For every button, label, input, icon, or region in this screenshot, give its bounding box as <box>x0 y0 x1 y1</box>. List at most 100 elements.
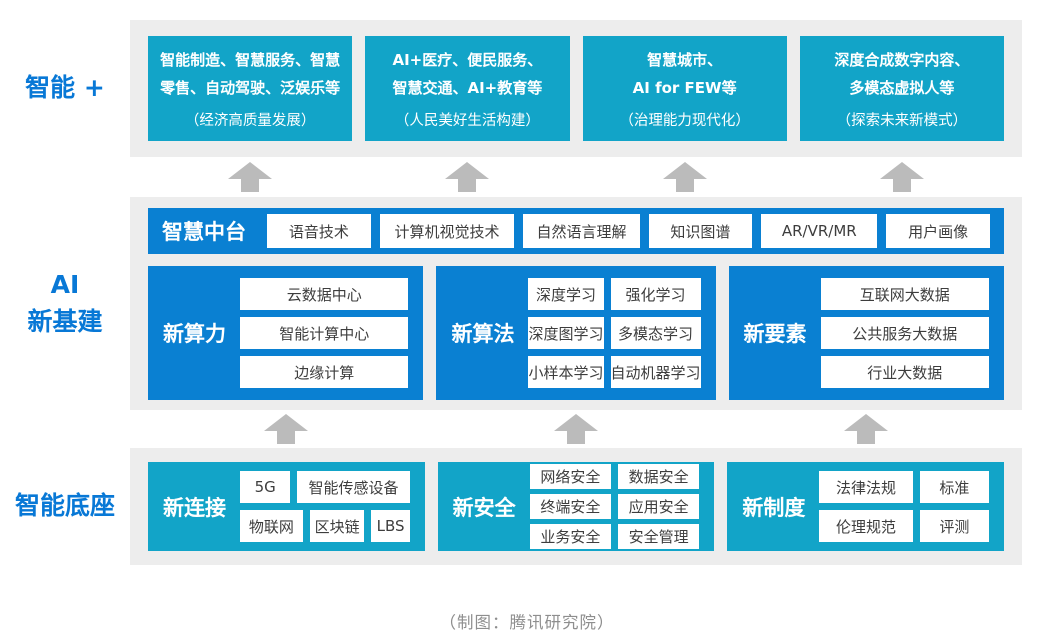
arrow-row-spacer <box>0 157 130 197</box>
band-ai-infrastructure: AI 新基建 智慧中台 语音技术 计算机视觉技术 自然语言理解 知识图谱 AR/… <box>0 197 1054 410</box>
block-label: 新算法 <box>451 322 515 346</box>
application-note: （治理能力现代化） <box>619 113 750 130</box>
cell-industry-big-data: 行业大数据 <box>820 356 989 388</box>
cell-laws-regulations: 法律法规 <box>819 471 913 503</box>
block-cells: 法律法规 标准 伦理规范 评测 <box>819 471 990 542</box>
arrow-row-lower <box>0 410 1054 448</box>
block-computing-power: 新算力 云数据中心 智能计算中心 边缘计算 <box>148 266 424 400</box>
block-label: 新算力 <box>163 322 226 346</box>
cell-lbs: LBS <box>371 510 410 542</box>
platform-bar: 智慧中台 语音技术 计算机视觉技术 自然语言理解 知识图谱 AR/VR/MR 用… <box>148 208 1004 254</box>
cell-few-shot-learning: 小样本学习 <box>528 356 604 388</box>
arrow-up-icon <box>445 162 490 192</box>
cell-deep-learning: 深度学习 <box>528 278 604 310</box>
arrow-row-spacer <box>0 410 130 448</box>
arrow-cells <box>130 157 1022 197</box>
block-algorithms: 新算法 深度学习 强化学习 深度图学习 多模态学习 小样本学习 自动机器学习 <box>436 266 716 400</box>
application-box-livelihood: AI+医疗、便民服务、 智慧交通、AI+教育等 （人民美好生活构建） <box>365 36 570 141</box>
cell-network-security: 网络安全 <box>529 464 612 489</box>
cell-security-management: 安全管理 <box>618 524 700 549</box>
layer-label-line: AI <box>50 270 80 300</box>
cell-smart-sensors: 智能传感设备 <box>297 471 410 503</box>
infrastructure-blocks: 新算力 云数据中心 智能计算中心 边缘计算 新算法 深度学习 强化学习 深度图学… <box>148 266 1004 400</box>
block-label: 新连接 <box>163 495 226 520</box>
arrow-up-icon <box>228 162 273 192</box>
arrow-up-icon <box>662 162 707 192</box>
cell-row: 业务安全 安全管理 <box>529 524 700 549</box>
band-foundation: 智能底座 新连接 5G 智能传感设备 物联网 区块链 LBS 新安全 <box>0 448 1054 565</box>
arrow-cell <box>727 410 1004 448</box>
smart-plus-band: 智能制造、智慧服务、智慧 零售、自动驾驶、泛娱乐等 （经济高质量发展） AI+医… <box>130 20 1022 157</box>
cell-ethics-norms: 伦理规范 <box>819 510 913 542</box>
block-cells: 云数据中心 智能计算中心 边缘计算 <box>240 278 409 388</box>
application-text: 智能制造、智慧服务、智慧 <box>160 50 341 69</box>
block-connectivity: 新连接 5G 智能传感设备 物联网 区块链 LBS <box>148 462 425 551</box>
application-note: （人民美好生活构建） <box>394 113 540 130</box>
arrow-up-icon <box>879 162 924 192</box>
platform-chip-nlu: 自然语言理解 <box>523 214 640 248</box>
layer-label-line: 新基建 <box>27 306 103 336</box>
arrow-cell <box>438 410 715 448</box>
block-data-elements: 新要素 互联网大数据 公共服务大数据 行业大数据 <box>728 266 1004 400</box>
cell-deep-graph-learning: 深度图学习 <box>528 317 604 349</box>
foundation-band: 新连接 5G 智能传感设备 物联网 区块链 LBS 新安全 <box>130 448 1022 565</box>
cell-endpoint-security: 终端安全 <box>529 494 612 519</box>
block-label: 新要素 <box>743 322 807 346</box>
arrow-cell <box>365 157 569 197</box>
platform-chip-speech: 语音技术 <box>267 214 371 248</box>
platform-chip-user-profile: 用户画像 <box>886 214 990 248</box>
cell-ai-computing-center: 智能计算中心 <box>240 317 409 349</box>
arrow-cell <box>583 157 787 197</box>
block-cells: 网络安全 数据安全 终端安全 应用安全 业务安全 安全管理 <box>529 464 700 549</box>
block-label: 新安全 <box>452 495 516 520</box>
layer-label-ai-infrastructure: AI 新基建 <box>0 197 130 410</box>
cell-public-service-big-data: 公共服务大数据 <box>820 317 989 349</box>
band-smart-plus: 智能 + 智能制造、智慧服务、智慧 零售、自动驾驶、泛娱乐等 （经济高质量发展）… <box>0 20 1054 157</box>
platform-chip-knowledge-graph: 知识图谱 <box>648 214 753 248</box>
layer-label-smart-plus: 智能 + <box>25 73 105 103</box>
cell-iot: 物联网 <box>240 510 303 542</box>
arrow-up-icon <box>554 414 598 444</box>
cell-reinforcement-learning: 强化学习 <box>610 278 701 310</box>
block-cells: 深度学习 强化学习 深度图学习 多模态学习 小样本学习 自动机器学习 <box>528 278 701 388</box>
cell-edge-computing: 边缘计算 <box>240 356 409 388</box>
cell-evaluation: 评测 <box>919 510 990 542</box>
cell-data-security: 数据安全 <box>618 464 700 489</box>
cell-internet-big-data: 互联网大数据 <box>820 278 989 310</box>
application-text: 零售、自动驾驶、泛娱乐等 <box>160 78 341 97</box>
block-cells: 5G 智能传感设备 物联网 区块链 LBS <box>240 471 410 542</box>
cell-row: 终端安全 应用安全 <box>529 494 700 519</box>
application-box-future: 深度合成数字内容、 多模态虚拟人等 （探索未来新模式） <box>799 36 1004 141</box>
arrow-cell <box>148 410 425 448</box>
arrow-cells <box>130 410 1022 448</box>
application-text: 深度合成数字内容、 <box>834 50 970 69</box>
application-text: AI+医疗、便民服务、 <box>392 50 543 69</box>
application-text: 多模态虚拟人等 <box>849 78 955 97</box>
cell-row: 网络安全 数据安全 <box>529 464 700 489</box>
cell-5g: 5G <box>240 471 291 503</box>
application-note: （探索未来新模式） <box>836 113 968 130</box>
source-caption: （制图：腾讯研究院） <box>439 613 615 632</box>
cell-cloud-data-center: 云数据中心 <box>240 278 409 310</box>
ai-infrastructure-band: 智慧中台 语音技术 计算机视觉技术 自然语言理解 知识图谱 AR/VR/MR 用… <box>130 197 1022 410</box>
application-text: AI for FEW等 <box>632 78 737 97</box>
platform-label: 智慧中台 <box>162 220 246 244</box>
arrow-cell <box>800 157 1004 197</box>
application-box-governance: 智慧城市、 AI for FEW等 （治理能力现代化） <box>582 36 787 141</box>
block-security: 新安全 网络安全 数据安全 终端安全 应用安全 业务安全 安全管理 <box>437 462 715 551</box>
cell-application-security: 应用安全 <box>618 494 700 519</box>
application-box-economy: 智能制造、智慧服务、智慧 零售、自动驾驶、泛娱乐等 （经济高质量发展） <box>148 36 353 141</box>
platform-chip-computer-vision: 计算机视觉技术 <box>379 214 515 248</box>
cell-multimodal-learning: 多模态学习 <box>610 317 701 349</box>
arrow-row-upper <box>0 157 1054 197</box>
layer-label-foundation: 智能底座 <box>14 491 115 521</box>
block-institutions: 新制度 法律法规 标准 伦理规范 评测 <box>727 462 1005 551</box>
cell-automl: 自动机器学习 <box>610 356 701 388</box>
application-text: 智慧城市、 <box>647 50 723 69</box>
cell-business-security: 业务安全 <box>529 524 612 549</box>
cell-row: 物联网 区块链 LBS <box>240 510 410 542</box>
application-text: 智慧交通、AI+教育等 <box>392 78 543 97</box>
block-cells: 互联网大数据 公共服务大数据 行业大数据 <box>820 278 989 388</box>
cell-standards: 标准 <box>919 471 990 503</box>
